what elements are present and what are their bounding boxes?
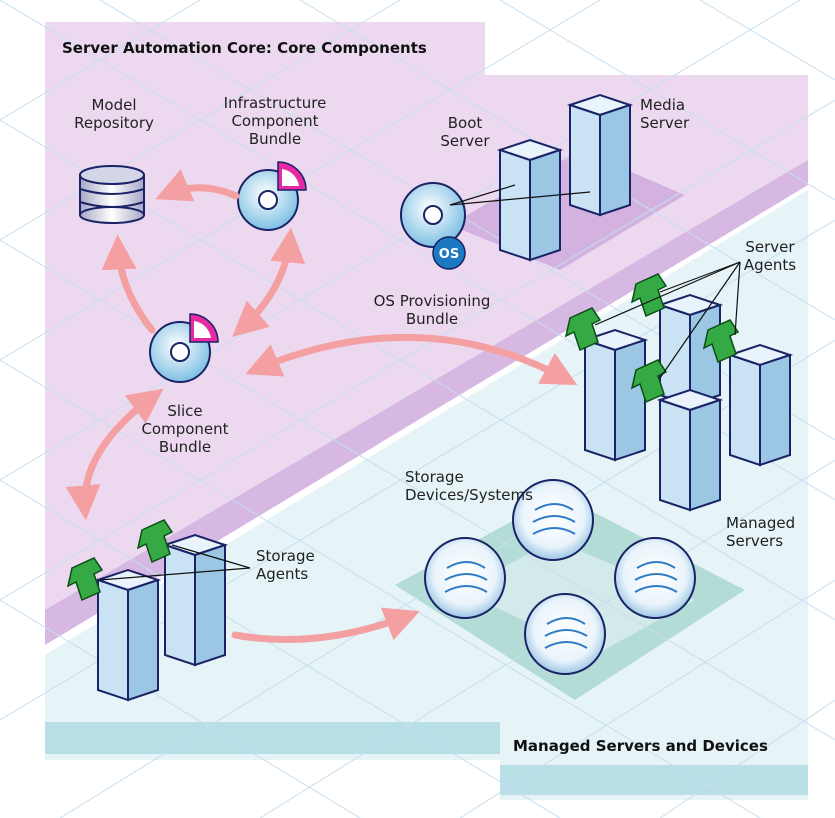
arrow-slice-storage (65, 388, 164, 521)
model-repository-label: Model Repository (74, 96, 154, 132)
os-provisioning-label: OS Provisioning Bundle (373, 292, 491, 328)
managed-band-left (45, 722, 500, 754)
boot-server (496, 138, 564, 262)
managed-server-3 (726, 343, 794, 467)
arrow-slice-to-repo (101, 234, 156, 334)
boot-server-label: Boot Server (440, 114, 490, 150)
server-agent-icons (564, 273, 740, 404)
arrow-infra-to-repo (155, 169, 240, 202)
core-section-title: Server Automation Core: Core Components (62, 39, 427, 57)
managed-server-2 (656, 293, 724, 407)
database-icon (79, 165, 145, 224)
storage-agents-label: Storage Agents (256, 547, 315, 583)
managed-servers-label: Managed Servers (726, 514, 796, 550)
storage-server-1 (94, 568, 162, 702)
server-agent-connectors (594, 261, 741, 379)
storage-agent-connectors (99, 544, 251, 581)
core-band (45, 160, 808, 645)
slice-bundle-label: Slice Component Bundle (141, 402, 229, 456)
storage-device-icons (424, 479, 696, 675)
media-server (566, 93, 634, 217)
os-connectors (449, 184, 591, 206)
managed-band-right (500, 765, 808, 795)
slice-disc-icon (149, 313, 219, 383)
arrow-slice-managed (245, 333, 578, 385)
os-disc-icon (400, 182, 466, 270)
managed-section-title: Managed Servers and Devices (513, 737, 768, 755)
media-server-label: Media Server (640, 96, 690, 132)
arrow-slice-infra (232, 227, 306, 337)
storage-server-2 (161, 533, 229, 667)
managed-server-1 (581, 328, 649, 462)
storage-agent-icons (66, 519, 174, 602)
storage-device-platters (444, 503, 678, 649)
server-agents-label: Server Agents (743, 238, 797, 274)
infrastructure-bundle-label: Infrastructure Component Bundle (223, 94, 327, 148)
managed-server-4 (656, 388, 724, 512)
storage-devices-label: Storage Devices/Systems (405, 468, 533, 504)
infrastructure-disc-icon (237, 161, 307, 231)
arrow-storage-devices (231, 607, 420, 643)
flow-arrows (65, 169, 578, 643)
os-badge: OS (439, 247, 459, 262)
